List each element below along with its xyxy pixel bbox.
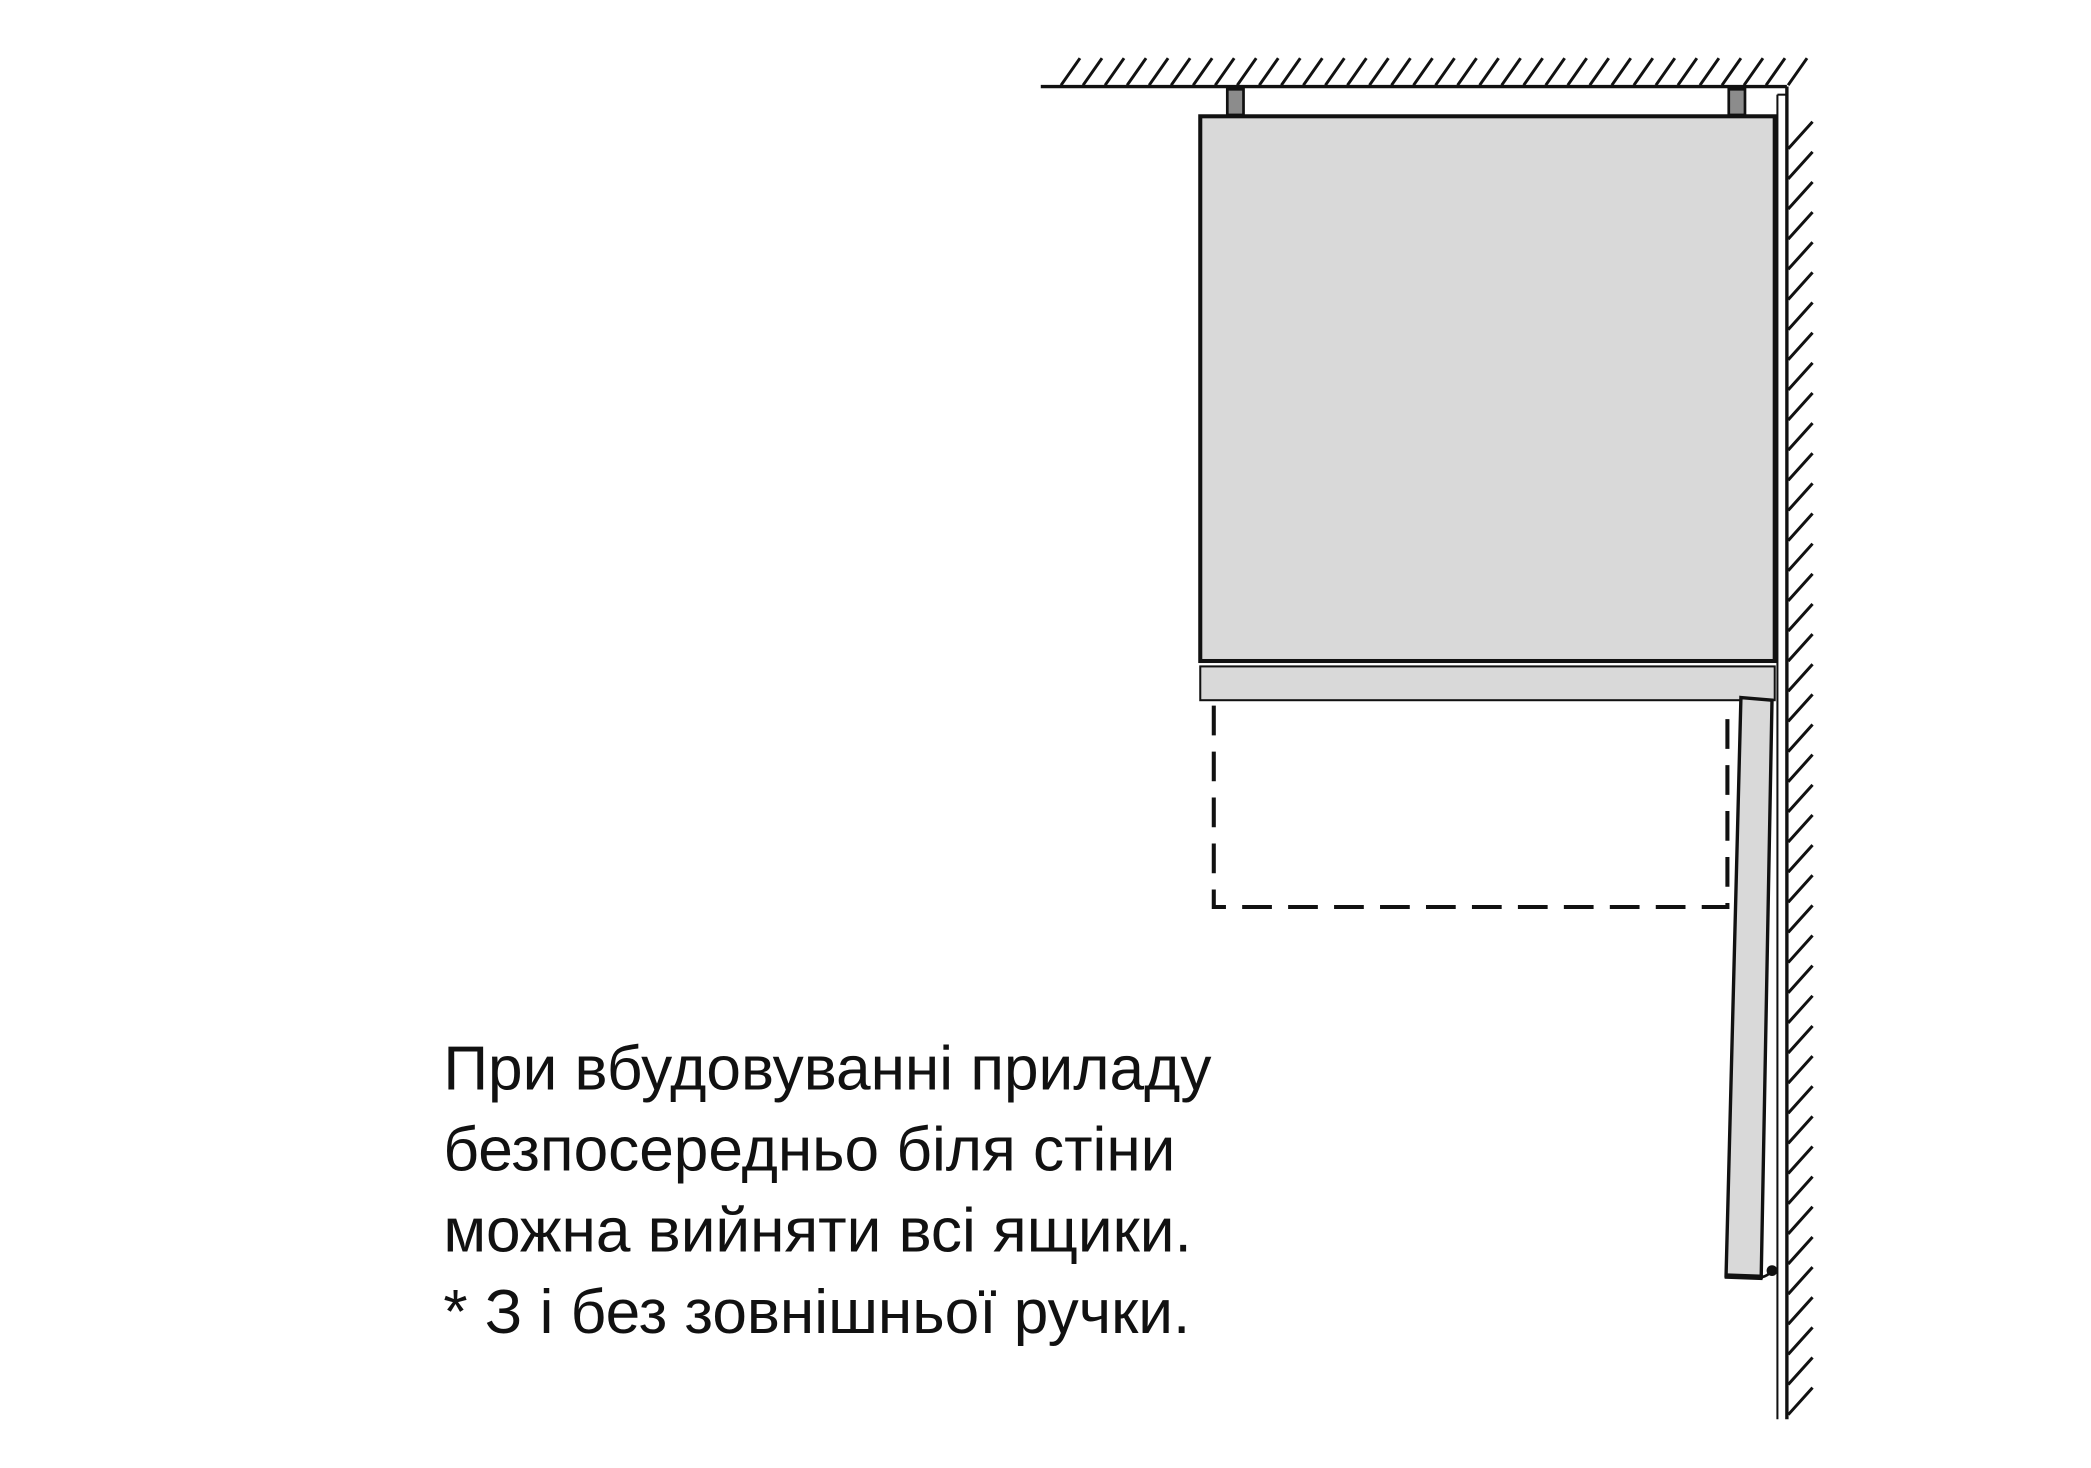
hatch-mark — [1390, 57, 1412, 87]
hatch-mark — [1147, 57, 1170, 87]
hatch-mark — [1787, 934, 1814, 964]
hatch-mark — [1787, 1266, 1814, 1296]
hatch-mark — [1787, 1024, 1814, 1054]
hatch-mark — [1786, 57, 1809, 87]
hatch-mark — [1787, 211, 1814, 241]
hatch-mark — [1787, 1296, 1814, 1326]
hatch-mark — [1654, 57, 1677, 87]
hatch-mark — [1588, 57, 1610, 87]
hatch-mark — [1787, 753, 1814, 783]
hatch-mark — [1787, 874, 1814, 904]
hatch-mark — [1787, 813, 1814, 843]
hatch-mark — [1214, 57, 1236, 87]
hatch-mark — [1456, 57, 1478, 87]
door-bottom-edge — [1724, 1273, 1763, 1281]
hatch-mark — [1787, 331, 1814, 361]
hatch-mark — [1787, 452, 1814, 482]
hinge-pivot-icon — [1766, 1265, 1778, 1277]
caption-line-3: можна вийняти всі ящики. — [443, 1197, 1191, 1266]
hatch-mark — [1787, 1115, 1814, 1145]
hatch-mark — [1544, 57, 1566, 87]
hatch-mark — [1368, 57, 1390, 87]
hatch-mark — [1787, 723, 1814, 753]
hatch-mark — [1081, 57, 1104, 87]
hatch-mark — [1787, 572, 1814, 602]
hatch-mark — [1280, 57, 1302, 87]
drawer-dashed-outline — [1211, 705, 1730, 910]
hatch-mark — [1787, 241, 1814, 271]
hatch-mark — [1787, 120, 1814, 150]
hatch-mark — [1787, 1085, 1814, 1115]
hatch-mark — [1742, 57, 1765, 87]
appliance-base-strip — [1199, 665, 1776, 702]
hatch-mark — [1632, 57, 1655, 87]
hatch-mark — [1169, 57, 1192, 87]
side-wall — [1776, 86, 1814, 1420]
hatch-mark — [1566, 57, 1588, 87]
hatch-mark — [1192, 57, 1214, 87]
hatch-mark — [1698, 57, 1721, 87]
hatch-mark — [1324, 57, 1346, 87]
hatch-mark — [1787, 1175, 1814, 1205]
hatch-mark — [1787, 391, 1814, 422]
hatch-mark — [1787, 180, 1814, 211]
caption-line-1: При вбудовуванні приладу — [443, 1034, 1211, 1103]
hatch-mark — [1787, 633, 1814, 663]
hatch-mark — [1787, 512, 1814, 542]
hatch-mark — [1676, 57, 1699, 87]
hatch-mark — [1787, 1145, 1814, 1175]
hatch-mark — [1787, 482, 1814, 512]
hatch-mark — [1787, 783, 1814, 813]
hatch-mark — [1787, 271, 1814, 301]
spacer-left — [1225, 87, 1245, 117]
hatch-mark — [1610, 57, 1632, 87]
hatch-mark — [1764, 57, 1787, 87]
hatch-mark — [1500, 57, 1522, 87]
hatch-mark — [1787, 1326, 1814, 1356]
hatch-mark — [1434, 57, 1456, 87]
hatch-mark — [1787, 693, 1814, 723]
hatch-mark — [1787, 994, 1814, 1024]
hatch-mark — [1522, 57, 1544, 87]
hatch-mark — [1478, 57, 1500, 87]
hatch-mark — [1787, 1235, 1814, 1265]
hatch-mark — [1302, 57, 1324, 87]
open-door — [1724, 695, 1774, 1280]
hatch-mark — [1787, 844, 1814, 874]
hatch-mark — [1720, 57, 1743, 87]
hatch-mark — [1412, 57, 1434, 87]
hatch-mark — [1787, 422, 1814, 452]
hatch-mark — [1787, 964, 1814, 994]
hatch-mark — [1258, 57, 1280, 87]
hatch-mark — [1787, 150, 1814, 180]
hatch-mark — [1787, 1055, 1814, 1085]
hatch-mark — [1787, 361, 1814, 391]
hatch-mark — [1787, 663, 1814, 693]
caption: При вбудовуванні приладу безпосередньо б… — [443, 1034, 1211, 1346]
hatch-mark — [1103, 57, 1126, 87]
hatch-mark — [1125, 57, 1148, 87]
caption-line-2: безпосередньо біля стіни — [443, 1116, 1175, 1185]
hatch-mark — [1787, 904, 1814, 934]
caption-line-4: * З і без зовнішньої ручки. — [443, 1278, 1190, 1347]
hatch-mark — [1787, 1356, 1814, 1386]
spacer-right — [1727, 87, 1747, 117]
hatch-mark — [1787, 542, 1814, 572]
hatch-mark — [1787, 602, 1814, 632]
hatch-mark — [1787, 301, 1814, 331]
hatch-mark — [1236, 57, 1258, 87]
hatch-mark — [1787, 1205, 1814, 1235]
appliance-body — [1198, 114, 1777, 664]
top-wall — [1040, 57, 1809, 89]
hatch-mark — [1346, 57, 1368, 87]
hatch-mark — [1059, 57, 1082, 87]
hatch-mark — [1787, 1386, 1814, 1416]
